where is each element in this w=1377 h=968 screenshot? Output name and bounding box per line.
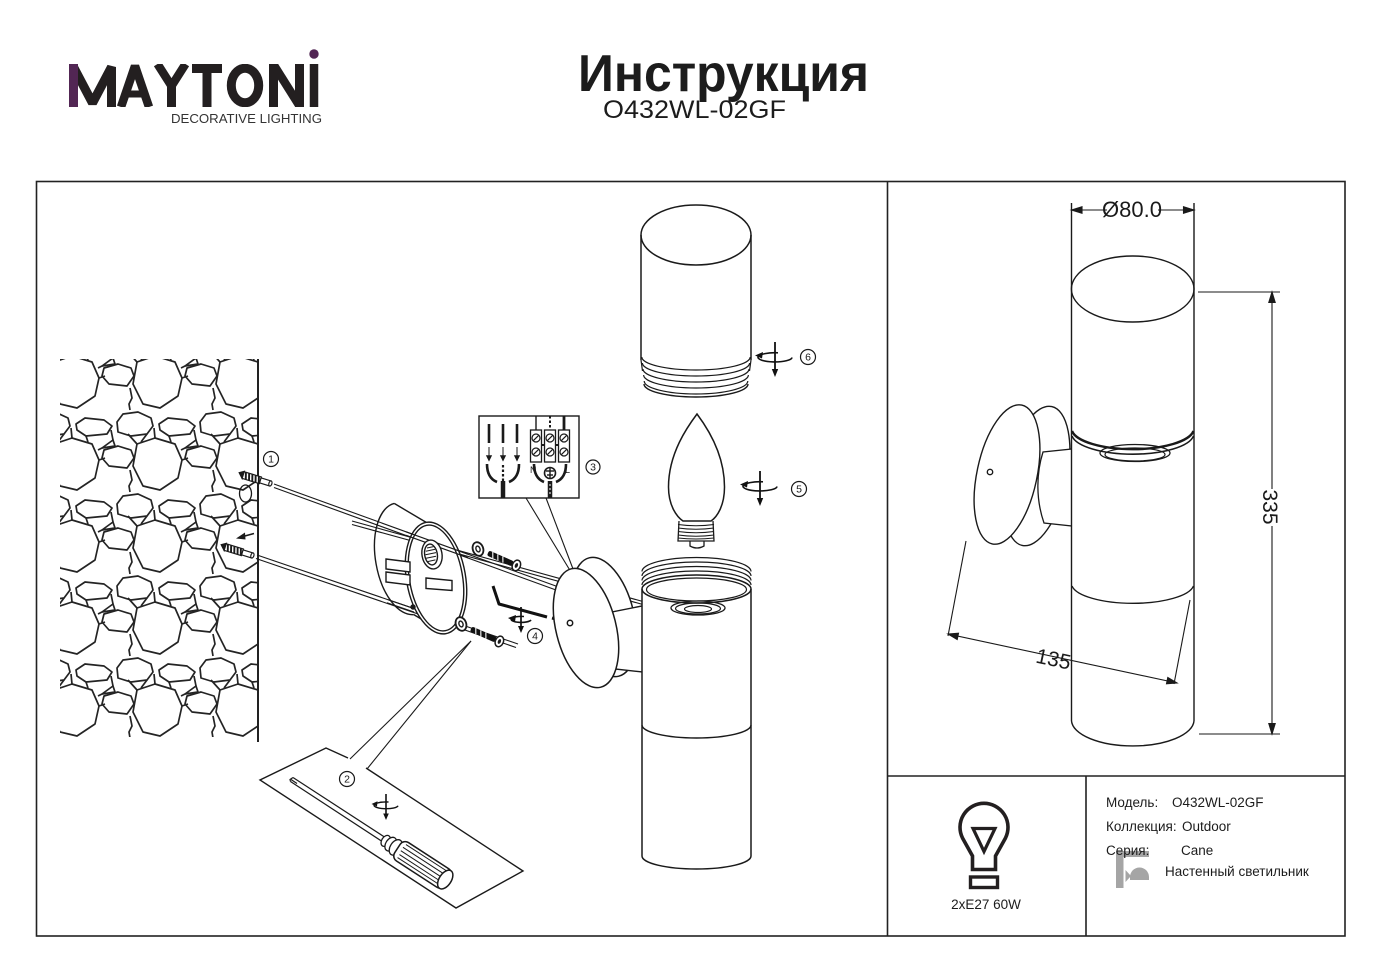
svg-text:335: 335 bbox=[1258, 489, 1281, 524]
svg-text:4: 4 bbox=[532, 631, 538, 643]
svg-text:O432WL-02GF: O432WL-02GF bbox=[603, 96, 786, 124]
svg-text:DECORATIVE LIGHTING: DECORATIVE LIGHTING bbox=[171, 112, 322, 126]
svg-text:Настенный светильник: Настенный светильник bbox=[1165, 864, 1309, 879]
svg-text:1: 1 bbox=[268, 454, 274, 466]
svg-text:5: 5 bbox=[796, 484, 802, 496]
svg-text:3: 3 bbox=[590, 462, 596, 474]
svg-text:6: 6 bbox=[805, 352, 811, 364]
svg-text:O432WL-02GF: O432WL-02GF bbox=[1172, 795, 1264, 810]
svg-text:Outdoor: Outdoor bbox=[1182, 819, 1231, 834]
svg-text:Cane: Cane bbox=[1181, 843, 1213, 858]
svg-text:Модель:: Модель: bbox=[1106, 795, 1158, 810]
svg-text:Коллекция:: Коллекция: bbox=[1106, 819, 1177, 834]
svg-text:2xE27 60W: 2xE27 60W bbox=[951, 897, 1021, 912]
svg-text:Инструкция: Инструкция bbox=[578, 45, 869, 103]
svg-text:L: L bbox=[565, 465, 570, 475]
svg-text:Ø80.0: Ø80.0 bbox=[1102, 197, 1162, 222]
svg-text:Серия:: Серия: bbox=[1106, 843, 1149, 858]
svg-text:2: 2 bbox=[344, 774, 350, 786]
